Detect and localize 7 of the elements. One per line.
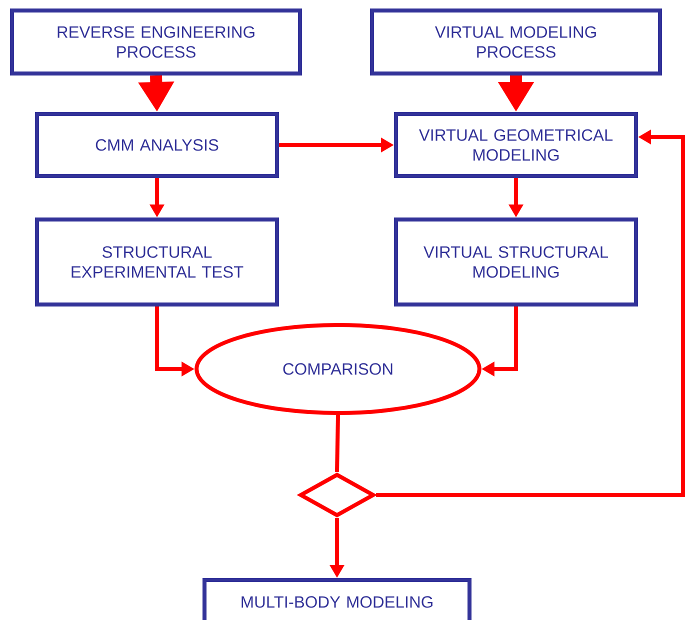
process-box: VIRTUAL STRUCTURAL MODELING: [394, 218, 638, 306]
process-box: CMM ANALYSIS: [35, 112, 279, 178]
process-box: MULTI-BODY MODELING: [202, 578, 472, 620]
process-box: REVERSE ENGINEERING PROCESS: [10, 8, 302, 76]
process-box: VIRTUAL GEOMETRICAL MODELING: [394, 112, 638, 178]
process-box: STRUCTURAL EXPERIMENTAL TEST: [35, 218, 279, 306]
process-box: VIRTUAL MODELING PROCESS: [370, 8, 662, 76]
